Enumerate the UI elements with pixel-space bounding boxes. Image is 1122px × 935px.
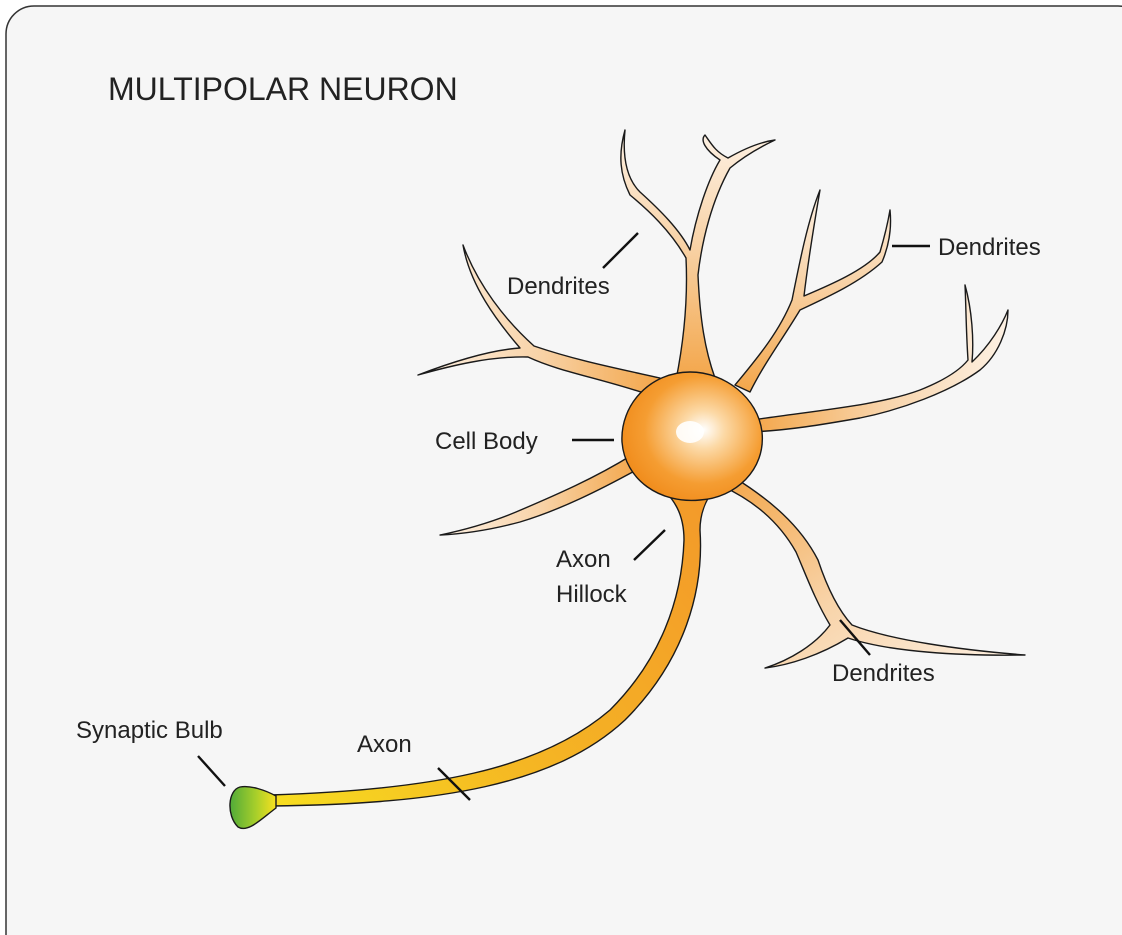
cell-body-highlight: [676, 421, 704, 443]
label-axon: Axon: [357, 731, 412, 758]
label-synaptic-bulb: Synaptic Bulb: [76, 717, 223, 744]
label-axon-hillock-line1: Axon: [556, 546, 611, 573]
diagram-title: MULTIPOLAR NEURON: [108, 71, 458, 107]
label-dendrites-top: Dendrites: [507, 273, 610, 300]
diagram-frame: [6, 6, 1122, 935]
label-dendrites-right: Dendrites: [938, 234, 1041, 261]
label-axon-hillock-line2: Hillock: [556, 581, 628, 608]
label-cell-body: Cell Body: [435, 428, 538, 455]
label-dendrites-bottom: Dendrites: [832, 660, 935, 687]
